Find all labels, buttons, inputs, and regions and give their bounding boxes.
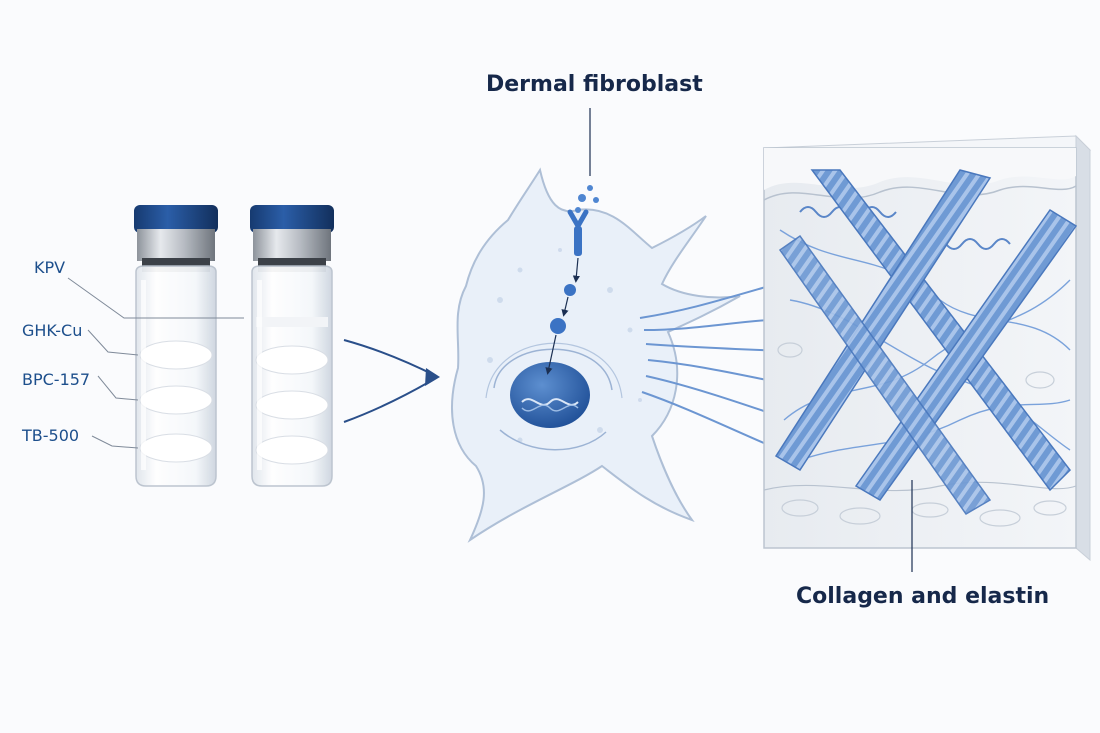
vial-right	[250, 205, 334, 487]
receptor-icon	[567, 209, 589, 256]
label-dermal-fibroblast: Dermal fibroblast	[486, 72, 703, 97]
label-ghk-cu: GHK-Cu	[22, 321, 83, 340]
label-tb-500: TB-500	[22, 426, 80, 445]
collagen-ropes	[774, 169, 1078, 515]
dna-helix	[521, 398, 579, 406]
fibroblast-cell	[451, 167, 741, 543]
nucleus	[510, 362, 590, 428]
vial-leader-lines	[67, 277, 244, 449]
flow-arrows	[343, 339, 440, 423]
tissue-block	[762, 134, 1092, 562]
label-collagen-elastin: Collagen and elastin	[796, 584, 1050, 609]
vial-left	[134, 205, 218, 487]
signal-cascade	[545, 257, 580, 375]
ligand-dots	[575, 185, 599, 213]
label-kpv: KPV	[34, 258, 66, 277]
label-bpc-157: BPC-157	[22, 370, 91, 389]
